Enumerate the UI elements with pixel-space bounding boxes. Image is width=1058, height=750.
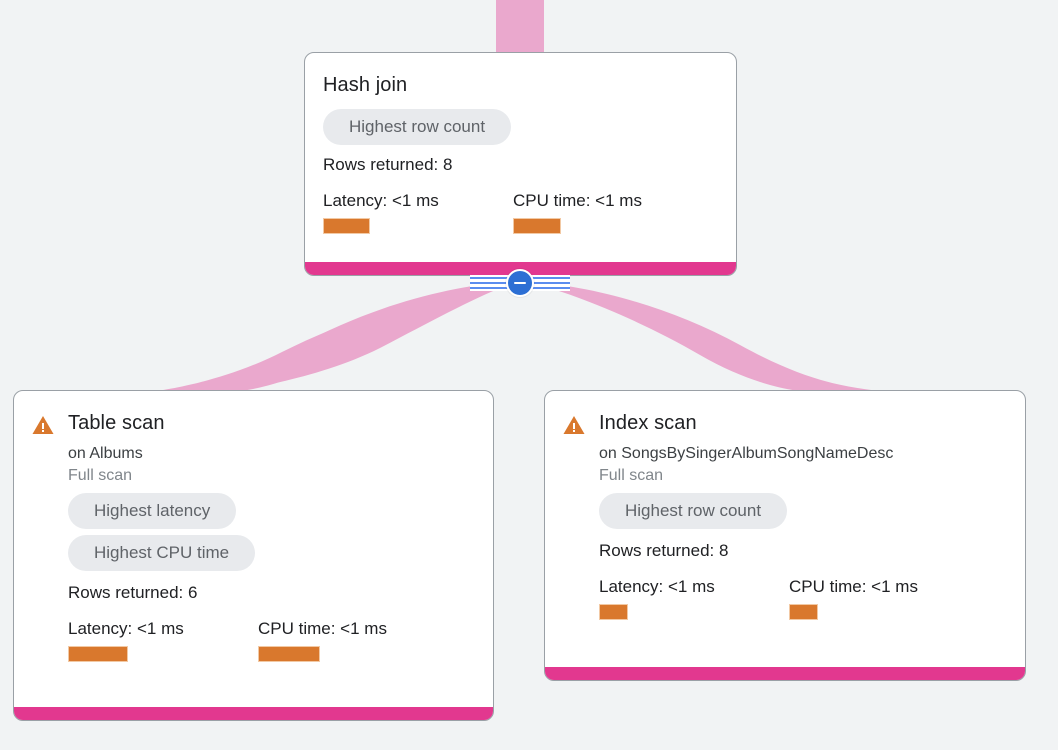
collapse-toggle-group[interactable] — [470, 269, 570, 297]
minus-circle-icon — [514, 281, 526, 285]
node-title: Hash join — [323, 74, 408, 96]
node-metrics: Latency: <1 ms CPU time: <1 ms — [599, 576, 1007, 620]
node-hash-join[interactable]: Hash join Highest row count Rows returne… — [304, 52, 737, 276]
metric-latency-bar — [68, 646, 128, 662]
metric-cpu-time: CPU time: <1 ms — [513, 190, 642, 234]
node-title-row: Hash join — [323, 73, 718, 97]
node-metrics: Latency: <1 ms CPU time: <1 ms — [68, 618, 475, 662]
metric-latency-label: Latency: <1 ms — [599, 577, 715, 596]
node-table-scan[interactable]: Table scan on Albums Full scan Highest l… — [13, 390, 494, 721]
metric-cpu-time-bar — [258, 646, 320, 662]
warning-triangle-icon — [563, 415, 585, 435]
chip-highest-latency[interactable]: Highest latency — [68, 493, 237, 529]
node-title-row: Index scan — [563, 411, 1007, 435]
chip-highest-cpu-time[interactable]: Highest CPU time — [68, 535, 256, 571]
node-subtitle-secondary: Full scan — [599, 467, 664, 484]
node-title: Table scan — [68, 412, 165, 434]
node-accent-bar — [14, 707, 493, 720]
node-title: Index scan — [599, 412, 697, 434]
node-subtitle: on Albums — [68, 445, 143, 462]
metric-latency: Latency: <1 ms — [323, 190, 513, 234]
edge-hashjoin-to-indexscan — [528, 282, 892, 392]
node-subtitle: on SongsBySingerAlbumSongNameDesc — [599, 445, 894, 462]
node-subtitle-secondary: Full scan — [68, 467, 133, 484]
metric-cpu-time-bar — [789, 604, 818, 620]
node-rows-returned: Rows returned: 6 — [68, 583, 198, 602]
node-rows-returned: Rows returned: 8 — [599, 541, 729, 560]
metric-cpu-time-label: CPU time: <1 ms — [789, 577, 918, 596]
metric-latency-bar — [323, 218, 370, 234]
collapse-node-button[interactable] — [506, 269, 534, 297]
metric-cpu-time: CPU time: <1 ms — [258, 618, 387, 662]
node-metrics: Latency: <1 ms CPU time: <1 ms — [323, 190, 718, 234]
metric-cpu-time-bar — [513, 218, 561, 234]
node-title-row: Table scan — [32, 411, 475, 435]
metric-latency: Latency: <1 ms — [599, 576, 789, 620]
edge-incoming — [496, 0, 544, 53]
node-chips: Highest latency Highest CPU time — [68, 493, 475, 577]
metric-cpu-time-label: CPU time: <1 ms — [258, 619, 387, 638]
chip-highest-row-count[interactable]: Highest row count — [323, 109, 512, 145]
metric-latency-label: Latency: <1 ms — [68, 619, 184, 638]
node-chips: Highest row count — [323, 109, 718, 151]
metric-latency: Latency: <1 ms — [68, 618, 258, 662]
metric-cpu-time-label: CPU time: <1 ms — [513, 191, 642, 210]
node-accent-bar — [305, 262, 736, 275]
node-accent-bar — [545, 667, 1025, 680]
node-chips: Highest row count — [599, 493, 1007, 535]
node-rows-returned: Rows returned: 8 — [323, 155, 453, 174]
node-index-scan[interactable]: Index scan on SongsBySingerAlbumSongName… — [544, 390, 1026, 681]
metric-latency-bar — [599, 604, 628, 620]
warning-triangle-icon — [32, 415, 54, 435]
metric-cpu-time: CPU time: <1 ms — [789, 576, 918, 620]
metric-latency-label: Latency: <1 ms — [323, 191, 439, 210]
edge-hashjoin-to-tablescan-fill — [148, 282, 512, 392]
chip-highest-row-count[interactable]: Highest row count — [599, 493, 788, 529]
